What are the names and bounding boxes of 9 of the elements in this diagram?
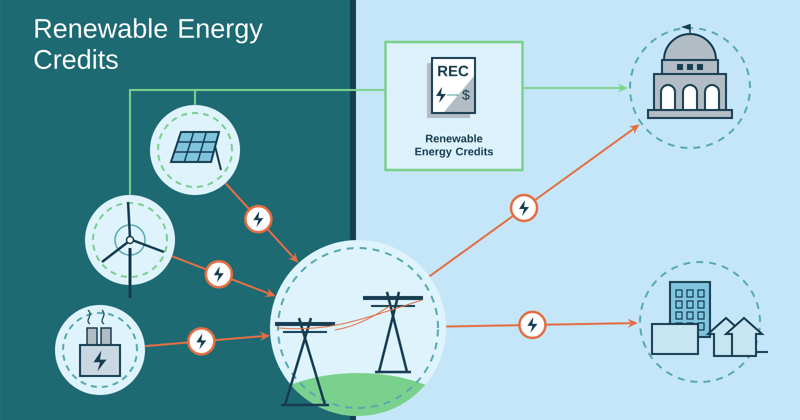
credit-box <box>384 40 524 172</box>
government-building-drawing <box>629 24 751 149</box>
box-caption: Renewable Energy Credits <box>415 134 493 158</box>
factory-drawing <box>55 305 145 395</box>
city-buildings-drawing <box>639 261 768 383</box>
title: Renewable Energy Credits <box>34 18 263 70</box>
power-grid-drawing <box>270 240 446 416</box>
solar-panel-drawing <box>150 105 240 195</box>
wind-turbine-drawing <box>85 195 175 298</box>
